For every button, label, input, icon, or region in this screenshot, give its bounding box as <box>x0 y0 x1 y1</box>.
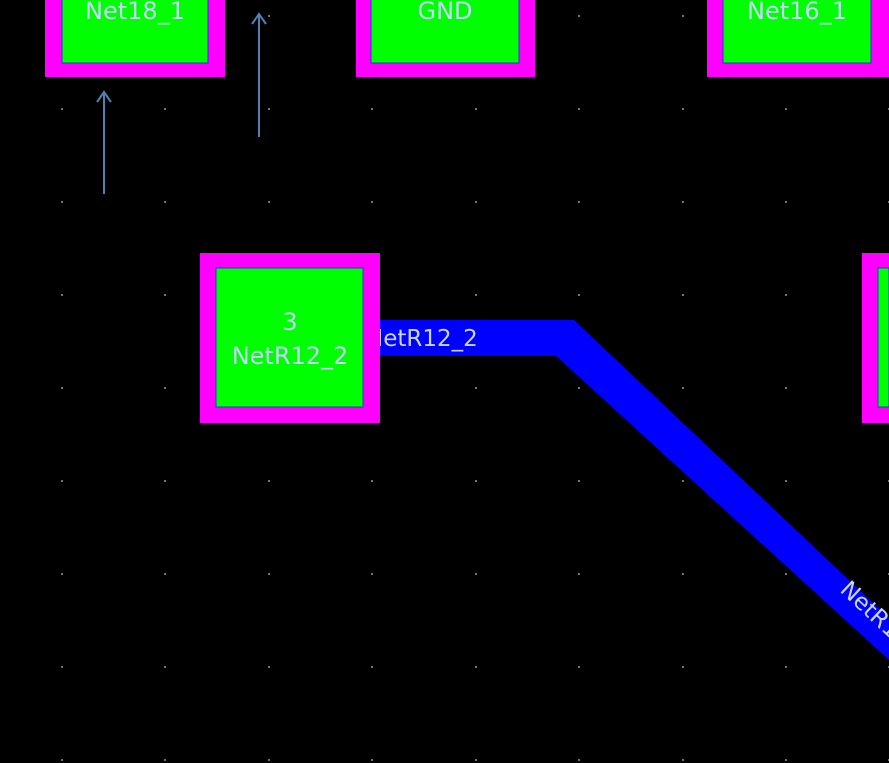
grid-dot <box>475 201 477 203</box>
grid-dot <box>371 759 373 761</box>
grid-dot <box>164 108 166 110</box>
grid-dot <box>475 480 477 482</box>
grid-dot <box>61 294 63 296</box>
arrow-up-icon <box>96 90 112 194</box>
grid-dot <box>475 387 477 389</box>
grid-dot <box>164 759 166 761</box>
grid-dot <box>475 666 477 668</box>
grid-dot <box>785 108 787 110</box>
grid-dot <box>61 573 63 575</box>
trace-netr12-2[interactable] <box>379 320 889 660</box>
grid-dot <box>785 573 787 575</box>
grid-dot <box>268 759 270 761</box>
grid-dot <box>682 15 684 17</box>
grid-dot <box>682 480 684 482</box>
grid-dot <box>61 387 63 389</box>
trace-layer: NetR12_2 NetR1 <box>366 320 889 660</box>
grid-dot <box>785 294 787 296</box>
arrow-up-icon <box>251 12 267 137</box>
grid-dot <box>371 573 373 575</box>
pad-gnd[interactable]: GND <box>356 0 535 77</box>
pad-netr12-2[interactable]: 3 NetR12_2 <box>200 253 380 423</box>
grid-dot <box>61 480 63 482</box>
grid-dot <box>578 387 580 389</box>
grid-dot <box>61 759 63 761</box>
grid-dot <box>578 108 580 110</box>
pad-label: Net18_1 <box>85 0 185 25</box>
grid-dot <box>61 201 63 203</box>
grid-dot <box>371 108 373 110</box>
grid-dot <box>164 201 166 203</box>
grid-dot <box>578 480 580 482</box>
grid-dot <box>785 201 787 203</box>
grid-dot <box>682 108 684 110</box>
grid-dot <box>475 759 477 761</box>
grid-dot <box>268 201 270 203</box>
grid-dot <box>578 201 580 203</box>
grid-dot <box>475 108 477 110</box>
grid-dot <box>578 573 580 575</box>
pad-label: Net16_1 <box>747 0 847 25</box>
grid-dot <box>371 201 373 203</box>
pad-right-edge[interactable] <box>862 253 889 423</box>
pad-net18-1[interactable]: Net18_1 <box>45 0 225 77</box>
grid-layer <box>61 15 889 761</box>
grid-dot <box>785 759 787 761</box>
pads-layer: Net18_1 GND Net16_1 3 NetR12_2 <box>45 0 889 423</box>
grid-dot <box>164 480 166 482</box>
grid-dot <box>475 573 477 575</box>
grid-dot <box>164 666 166 668</box>
arrow-layer <box>96 12 267 194</box>
grid-dot <box>682 666 684 668</box>
grid-dot <box>785 666 787 668</box>
grid-dot <box>578 666 580 668</box>
pad-label: NetR12_2 <box>232 342 349 370</box>
grid-dot <box>61 108 63 110</box>
grid-dot <box>785 387 787 389</box>
grid-dot <box>164 294 166 296</box>
grid-dot <box>164 573 166 575</box>
grid-dot <box>578 294 580 296</box>
pad-net16-1[interactable]: Net16_1 <box>707 0 889 77</box>
grid-dot <box>268 573 270 575</box>
grid-dot <box>682 573 684 575</box>
grid-dot <box>578 15 580 17</box>
grid-dot <box>785 480 787 482</box>
grid-dot <box>61 666 63 668</box>
grid-dot <box>268 108 270 110</box>
grid-dot <box>268 15 270 17</box>
grid-dot <box>682 201 684 203</box>
grid-dot <box>371 666 373 668</box>
grid-dot <box>578 759 580 761</box>
grid-dot <box>682 294 684 296</box>
grid-dot <box>682 387 684 389</box>
grid-dot <box>164 387 166 389</box>
grid-dot <box>268 480 270 482</box>
grid-dot <box>268 666 270 668</box>
trace-net-label: NetR12_2 <box>366 326 478 352</box>
pad-label: GND <box>417 0 472 25</box>
pad-number: 3 <box>282 308 297 336</box>
grid-dot <box>475 294 477 296</box>
grid-dot <box>371 480 373 482</box>
grid-dot <box>682 759 684 761</box>
